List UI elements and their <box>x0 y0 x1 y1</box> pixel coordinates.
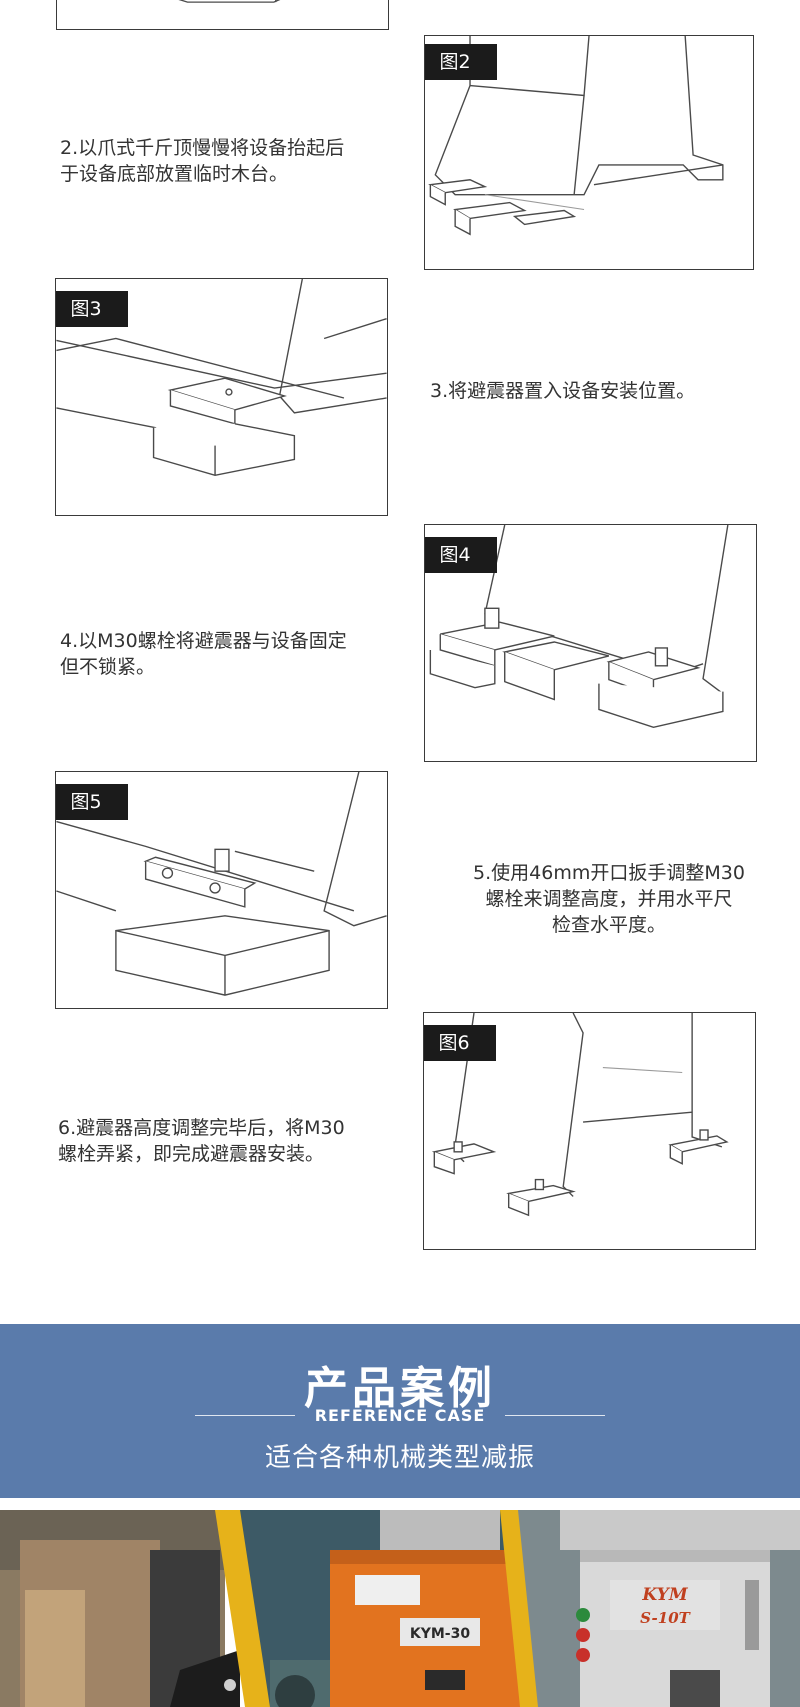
step-2-text: 2.以爪式千斤顶慢慢将设备抬起后 于设备底部放置临时木台。 <box>60 137 345 185</box>
figure-6: 图6 <box>423 1012 756 1250</box>
figure-3-tag: 图3 <box>56 291 128 327</box>
press-lifted-illustration <box>428 36 724 236</box>
figure-4-tag: 图4 <box>425 537 497 573</box>
figure-5: 图5 <box>55 771 388 1009</box>
machine-label-2b: S-10T <box>640 1609 691 1627</box>
figure-2-tag: 图2 <box>425 44 497 80</box>
damper-bolted-illustration <box>429 525 729 729</box>
divider-right <box>505 1415 605 1416</box>
figure-1-drawing <box>178 0 281 3</box>
step-5-text: 5.使用46mm开口扳手调整M30 螺栓来调整高度，并用水平尺 检查水平度。 <box>473 862 745 936</box>
figure-5-tag: 图5 <box>56 784 128 820</box>
reference-description: 适合各种机械类型减振 <box>264 1443 535 1473</box>
reference-title: 产品案例 <box>304 1363 496 1414</box>
reference-photos: KYM-30 KYM S-10T <box>0 1510 800 1707</box>
machine-label-2a: KYM <box>641 1585 688 1605</box>
figure-6-tag: 图6 <box>424 1025 496 1061</box>
divider-stripe-1 <box>215 1510 275 1707</box>
divider-stripe-2 <box>500 1510 540 1707</box>
figure-3: 图3 <box>55 278 388 516</box>
leveling-illustration <box>56 772 387 996</box>
damper-placed-illustration <box>56 279 387 477</box>
step-4-text: 4.以M30螺栓将避震器与设备固定 但不锁紧。 <box>60 630 347 678</box>
installation-complete-illustration <box>431 1013 729 1217</box>
step-6-text: 6.避震器高度调整完毕后，将M30 螺栓弄紧，即完成避震器安装。 <box>58 1117 345 1165</box>
machine-label-1: KYM-30 <box>410 1626 470 1642</box>
figure-1-remnant <box>56 0 389 30</box>
divider-left <box>195 1415 295 1416</box>
figure-2: 图2 <box>424 35 754 270</box>
step-3-text: 3.将避震器置入设备安装位置。 <box>430 380 696 402</box>
photo-machine-2: KYM-30 <box>240 1510 520 1707</box>
photo-machine-3: KYM S-10T <box>518 1510 800 1707</box>
photo-machine-1 <box>0 1510 240 1707</box>
reference-subtitle: REFERENCE CASE <box>314 1406 486 1425</box>
reference-case-banner: 产品案例 REFERENCE CASE 适合各种机械类型减振 <box>0 1324 800 1498</box>
figure-4: 图4 <box>424 524 757 762</box>
